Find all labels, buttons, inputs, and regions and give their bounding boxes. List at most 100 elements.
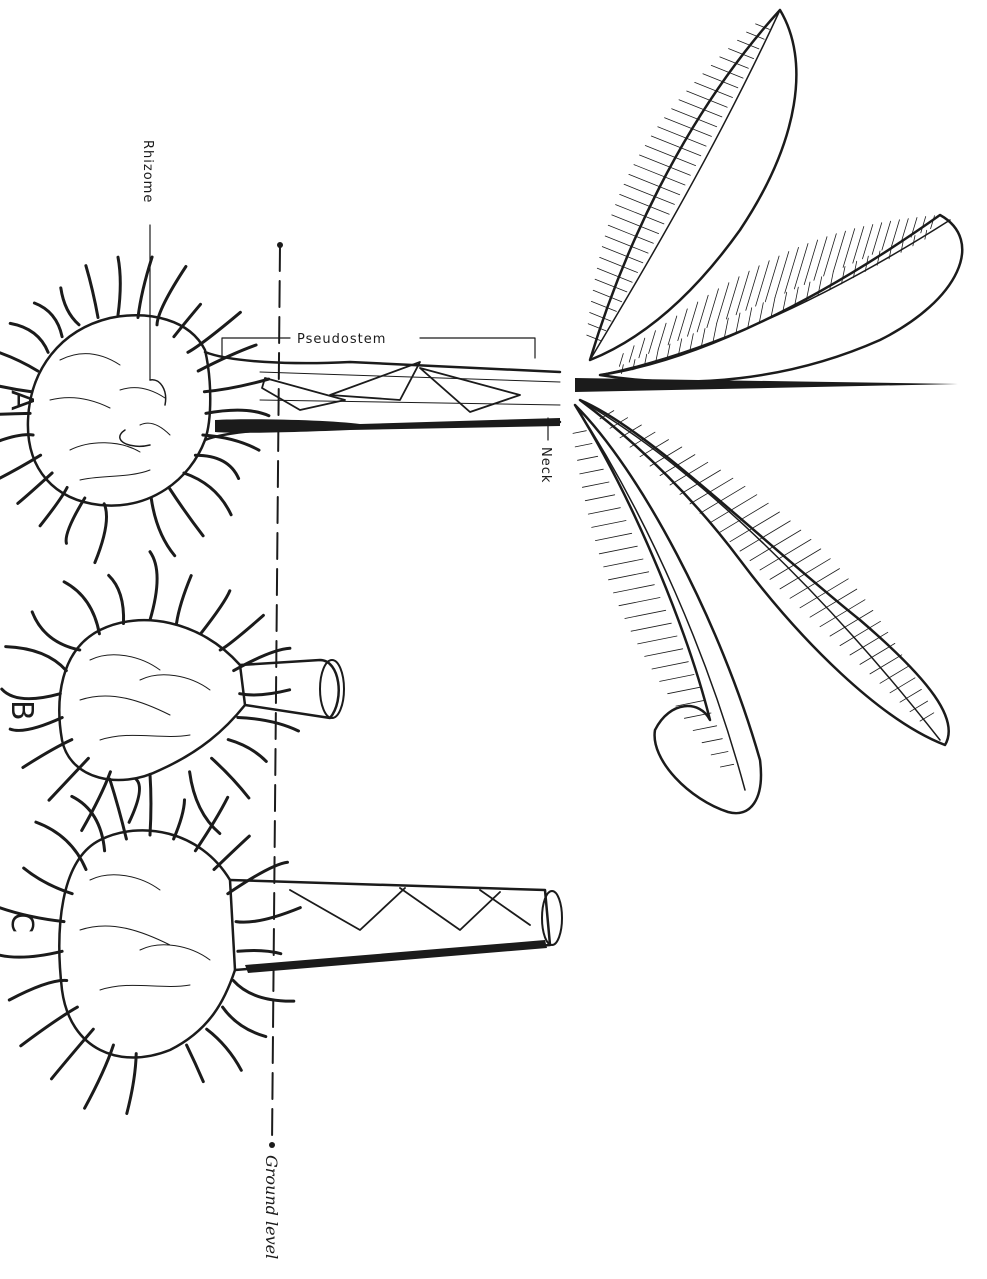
leaf-vein (892, 220, 900, 246)
leaf-vein (631, 623, 671, 631)
rootlet (9, 980, 66, 1000)
leaf-vein (624, 184, 674, 204)
leaf-vein (619, 354, 623, 367)
rootlet (61, 288, 79, 325)
specimen-c-rhizome (59, 830, 562, 1057)
rootlet (127, 1054, 136, 1114)
rhizome-label: Rhizome (140, 140, 155, 203)
leaf-vein (748, 308, 752, 328)
leaf-vein (814, 237, 827, 281)
leaf-vein (725, 318, 729, 337)
leaf-vein (693, 726, 717, 731)
leaf-vein (645, 649, 683, 657)
leaf-vein (614, 585, 655, 593)
leaf-venation (573, 24, 935, 767)
leaf-vein (720, 764, 733, 767)
rootlet (195, 455, 238, 478)
leaf-spike (575, 378, 958, 392)
leaf-vein (593, 290, 622, 301)
rootlet (212, 758, 249, 798)
leaf-vein (863, 224, 873, 258)
pseudostem-bracket: Pseudostem (222, 332, 535, 358)
leaf-vein (575, 444, 592, 447)
leaf-vein (597, 268, 632, 282)
leaf-vein (756, 261, 770, 306)
rootlet (18, 473, 52, 503)
leaf-vein (651, 136, 701, 156)
rootlet (220, 615, 263, 650)
rootlet (150, 552, 157, 620)
leaf-vein (592, 521, 626, 528)
rootlet (240, 690, 290, 695)
leaf-vein (702, 739, 722, 743)
rootlet (40, 488, 67, 526)
leaf-vein (658, 127, 706, 146)
rootlet (0, 455, 41, 485)
leaf-vein (612, 215, 659, 234)
rootlet (238, 951, 281, 954)
leaf-vein (608, 225, 653, 243)
neck-label: Neck (538, 447, 553, 483)
leaf-vein (765, 256, 779, 302)
rootlet (0, 413, 30, 416)
ground-level-label: Ground level (262, 1155, 281, 1259)
leaf-upper-2 (600, 215, 962, 382)
rootlet (188, 312, 241, 352)
pseudostem-label: Pseudostem (297, 332, 386, 347)
leaf-vein (588, 324, 606, 331)
leaf-vein (582, 482, 609, 487)
rootlet (2, 689, 61, 699)
leaf-vein (629, 174, 680, 194)
leaf-vein (580, 469, 604, 474)
leaf-vein (785, 247, 799, 293)
rootlet (36, 822, 86, 869)
leaf-vein (890, 678, 915, 693)
leaf-vein (660, 675, 694, 682)
specimen-c-rootlets (0, 774, 300, 1113)
rootlet (129, 779, 139, 822)
leaf-vein (668, 316, 677, 345)
leaf-vein (573, 431, 586, 434)
leaf-vein (640, 155, 691, 175)
leaf-vein (882, 221, 891, 250)
rootlet (228, 862, 288, 894)
leaf-vein (824, 234, 837, 276)
leaf-vein (620, 194, 670, 214)
rootlet (151, 498, 175, 556)
leaf-vein (688, 302, 698, 336)
rootlet (233, 981, 293, 1002)
leaf-vein (649, 331, 656, 354)
rootlet (206, 410, 269, 416)
leaf-vein (599, 546, 637, 554)
rootlet (228, 740, 266, 762)
leaf-vein (690, 334, 693, 350)
leaf-vein (588, 508, 620, 514)
leaf-vein (804, 240, 817, 285)
leaf-vein (629, 346, 634, 362)
leaf-vein (759, 303, 763, 323)
label-b: B (4, 700, 39, 721)
leaf-vein (850, 632, 888, 655)
leaf-vein (619, 598, 660, 606)
rootlet (23, 740, 72, 768)
leaf-vein (578, 456, 598, 460)
neck-callout: Neck (538, 418, 553, 483)
rootlet (174, 304, 201, 336)
leaf-vein (913, 236, 915, 246)
rootlet (150, 774, 151, 835)
leaf-vein (634, 165, 685, 185)
rootlet (52, 1029, 94, 1079)
rootlet (24, 868, 72, 894)
rootlet (238, 718, 299, 732)
specimen-a-rootlets (0, 257, 269, 562)
rootlet (95, 504, 107, 563)
rootlet (187, 1045, 204, 1082)
leaf-vein (602, 247, 643, 263)
leaf-vein (880, 666, 909, 683)
leaf-vein (585, 495, 614, 501)
leaf-vein (711, 752, 728, 755)
leaf-vein (900, 689, 921, 702)
leaf-vein (853, 227, 864, 264)
leaf-vein (794, 244, 808, 289)
